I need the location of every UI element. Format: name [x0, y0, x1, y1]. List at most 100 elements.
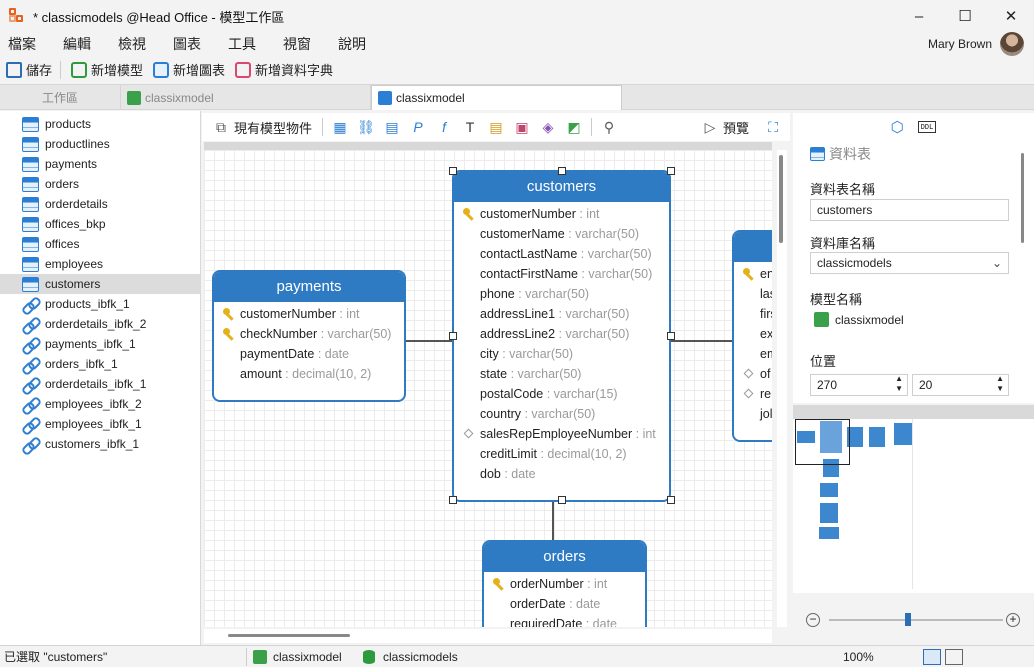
minimize-button[interactable]: – [914, 7, 924, 25]
tree-item-table[interactable]: orders [0, 174, 200, 194]
entity-field[interactable]: amount : decimal(10, 2) [214, 364, 404, 384]
db-name-select[interactable]: classicmodels⌄ [810, 252, 1009, 274]
entity-field[interactable]: postalCode : varchar(15) [454, 384, 669, 404]
tab-workspace[interactable]: 工作區 [0, 85, 121, 110]
table-name-field[interactable]: customers [810, 199, 1009, 221]
entity-field[interactable]: rep [734, 384, 772, 404]
new-dictionary-button[interactable]: 新增資料字典 [235, 60, 333, 79]
tree-item-table[interactable]: productlines [0, 134, 200, 154]
table-tool-icon[interactable]: ▦ [333, 118, 347, 135]
position-x-input[interactable]: 270▲▼ [810, 374, 908, 396]
entity-field[interactable]: jol [734, 404, 772, 424]
tree-item-relation[interactable]: products_ibfk_1 [0, 294, 200, 314]
zoom-out-icon[interactable]: − [806, 613, 820, 627]
entity-field[interactable]: requiredDate : date [484, 614, 645, 627]
relation-tool-icon[interactable]: ⛓ [357, 118, 375, 135]
procedure-tool-icon[interactable]: P [413, 119, 423, 135]
menu-diagram[interactable]: 圖表 [173, 36, 201, 52]
spinner-icon[interactable]: ▲▼ [895, 374, 903, 393]
text-tool-icon[interactable]: T [465, 119, 475, 135]
maximize-button[interactable]: ☐ [958, 8, 972, 25]
tab-model-2[interactable]: classixmodel [371, 85, 622, 110]
entity-field[interactable]: city : varchar(50) [454, 344, 669, 364]
tree-item-relation[interactable]: payments_ibfk_1 [0, 334, 200, 354]
spinner-icon[interactable]: ▲▼ [996, 374, 1004, 393]
entity-field[interactable]: ex [734, 324, 772, 344]
resize-handle[interactable] [449, 167, 457, 175]
function-tool-icon[interactable]: f [442, 119, 446, 135]
tree-item-relation[interactable]: customers_ibfk_1 [0, 434, 200, 454]
entity-field[interactable]: customerNumber : int [454, 204, 669, 224]
entity-field[interactable]: paymentDate : date [214, 344, 404, 364]
tree-item-table[interactable]: payments [0, 154, 200, 174]
format-painter-icon[interactable]: ⚲ [603, 118, 615, 135]
entity-field[interactable]: salesRepEmployeeNumber : int [454, 424, 669, 444]
layer-tool-icon[interactable]: ◩ [567, 118, 581, 135]
entity-field[interactable]: creditLimit : decimal(10, 2) [454, 444, 669, 464]
view-tool-icon[interactable]: ▤ [385, 118, 399, 135]
layout-single-icon[interactable] [945, 648, 963, 665]
tree-item-table[interactable]: employees [0, 254, 200, 274]
new-diagram-button[interactable]: 新增圖表 [153, 60, 225, 79]
save-button[interactable]: 儲存 [6, 60, 52, 79]
entity-field[interactable]: firs [734, 304, 772, 324]
user-account[interactable]: Mary Brown [928, 32, 1024, 56]
entity-field[interactable]: phone : varchar(50) [454, 284, 669, 304]
avatar[interactable] [1000, 32, 1024, 56]
entity-field[interactable]: em [734, 344, 772, 364]
entity-field[interactable]: dob : date [454, 464, 669, 484]
close-button[interactable]: ✕ [1004, 8, 1018, 25]
note-tool-icon[interactable]: ▤ [489, 118, 503, 135]
horizontal-scrollbar[interactable] [204, 629, 772, 643]
fullscreen-icon[interactable]: ⛶ [768, 118, 778, 135]
tree-item-relation[interactable]: orderdetails_ibfk_2 [0, 314, 200, 334]
existing-objects-button[interactable]: ⧉現有模型物件 [208, 118, 312, 137]
menu-window[interactable]: 視窗 [283, 36, 311, 52]
new-model-button[interactable]: 新增模型 [71, 60, 143, 79]
entity-field[interactable]: addressLine1 : varchar(50) [454, 304, 669, 324]
image-tool-icon[interactable]: ▣ [515, 118, 529, 135]
tree-item-table[interactable]: products [0, 114, 200, 134]
tab-model-1[interactable]: classixmodel [121, 85, 371, 110]
minimap[interactable] [793, 405, 1034, 593]
zoom-track[interactable] [829, 619, 1003, 621]
entity-field[interactable]: contactFirstName : varchar(50) [454, 264, 669, 284]
ddl-icon[interactable]: DDL [917, 121, 937, 133]
resize-handle[interactable] [449, 496, 457, 504]
entity-field[interactable]: state : varchar(50) [454, 364, 669, 384]
resize-handle[interactable] [667, 496, 675, 504]
menu-tools[interactable]: 工具 [228, 36, 256, 52]
tree-item-relation[interactable]: orderdetails_ibfk_1 [0, 374, 200, 394]
entity-field[interactable]: orderNumber : int [484, 574, 645, 594]
menu-view[interactable]: 檢視 [118, 36, 146, 52]
resize-handle[interactable] [667, 332, 675, 340]
shape-tool-icon[interactable]: ◈ [542, 118, 554, 135]
entity-field[interactable]: en [734, 264, 772, 284]
position-y-input[interactable]: 20▲▼ [912, 374, 1009, 396]
tree-item-table[interactable]: orderdetails [0, 194, 200, 214]
entity-field[interactable]: contactLastName : varchar(50) [454, 244, 669, 264]
entity-field[interactable]: orderDate : date [484, 594, 645, 614]
tree-item-relation[interactable]: orders_ibfk_1 [0, 354, 200, 374]
entity-field[interactable]: country : varchar(50) [454, 404, 669, 424]
resize-handle[interactable] [558, 496, 566, 504]
layout-split-icon[interactable] [923, 648, 941, 665]
entity-field[interactable]: las [734, 284, 772, 304]
object-properties-icon[interactable]: ⬡ [890, 119, 904, 136]
resize-handle[interactable] [667, 167, 675, 175]
menu-help[interactable]: 說明 [338, 36, 366, 52]
tree-item-table[interactable]: offices_bkp [0, 214, 200, 234]
minimap-viewport[interactable] [795, 419, 850, 465]
resize-handle[interactable] [558, 167, 566, 175]
resize-handle[interactable] [449, 332, 457, 340]
tree-item-relation[interactable]: employees_ibfk_2 [0, 394, 200, 414]
vertical-scrollbar[interactable] [777, 150, 787, 627]
entity-field[interactable]: addressLine2 : varchar(50) [454, 324, 669, 344]
tree-item-relation[interactable]: employees_ibfk_1 [0, 414, 200, 434]
zoom-slider-thumb[interactable] [905, 613, 911, 626]
props-scrollbar[interactable] [1021, 153, 1024, 243]
tree-item-table-selected[interactable]: customers [0, 274, 200, 294]
menu-edit[interactable]: 編輯 [63, 36, 91, 52]
